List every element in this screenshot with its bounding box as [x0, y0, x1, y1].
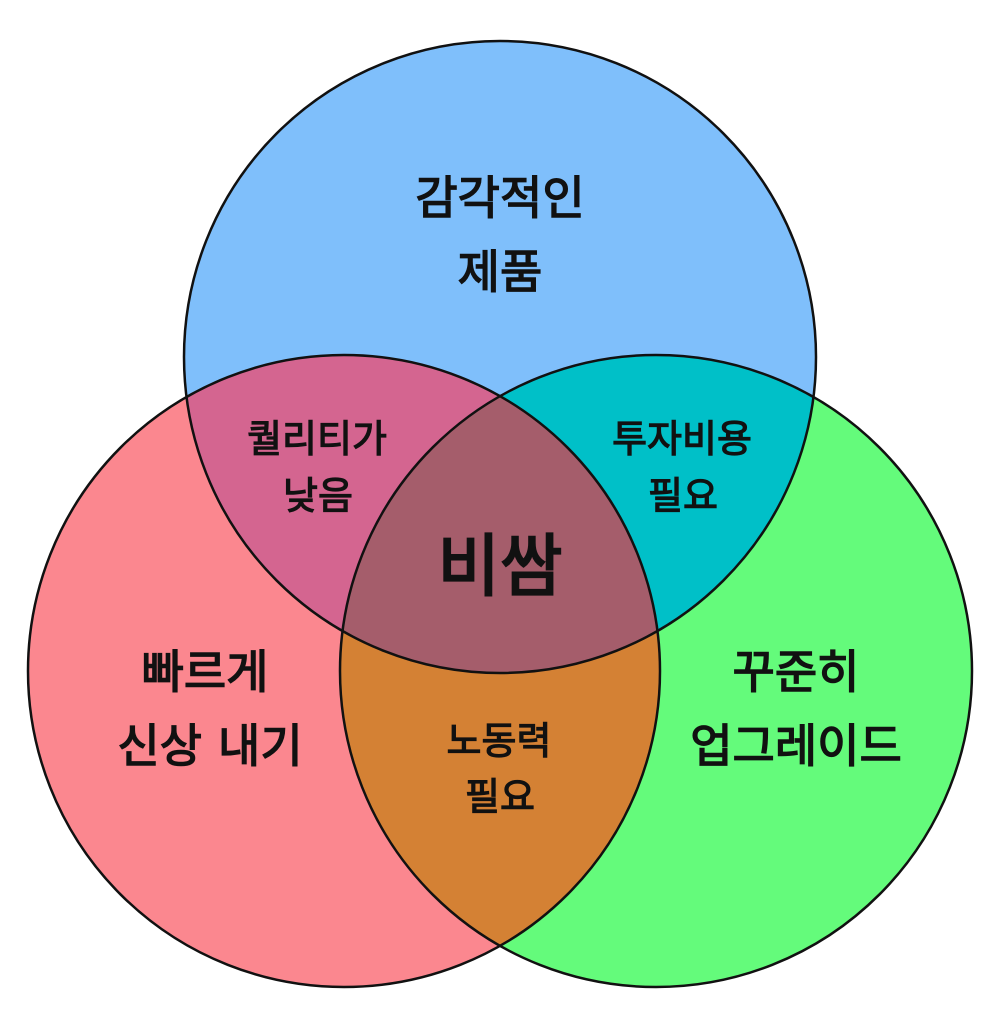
- left-right-overlap-label-line1: 노동력: [447, 719, 552, 763]
- left-set-label-line1: 빠르게: [142, 645, 269, 699]
- circle-right-outline: [338, 353, 974, 989]
- top-right-overlap-label-line1: 투자비용: [612, 417, 752, 461]
- right-set-label-line1: 꾸준히: [733, 645, 860, 699]
- center-overlap-label: 비쌈: [437, 528, 562, 607]
- circle-left-outline: [26, 353, 662, 989]
- top-set-label-line2: 제품: [458, 245, 543, 299]
- top-left-overlap-label-line2: 낮음: [283, 474, 353, 518]
- top-right-overlap-label-line2: 필요: [648, 474, 718, 518]
- left-right-overlap-label-line2: 필요: [465, 775, 535, 819]
- circle-top-outline: [182, 39, 818, 675]
- top-set-label-line1: 감각적인: [415, 171, 584, 225]
- right-set-label-line2: 업그레이드: [690, 719, 902, 773]
- top-left-overlap-label-line1: 퀄리티가: [247, 417, 387, 461]
- left-set-label-line2: 신상 내기: [117, 719, 302, 773]
